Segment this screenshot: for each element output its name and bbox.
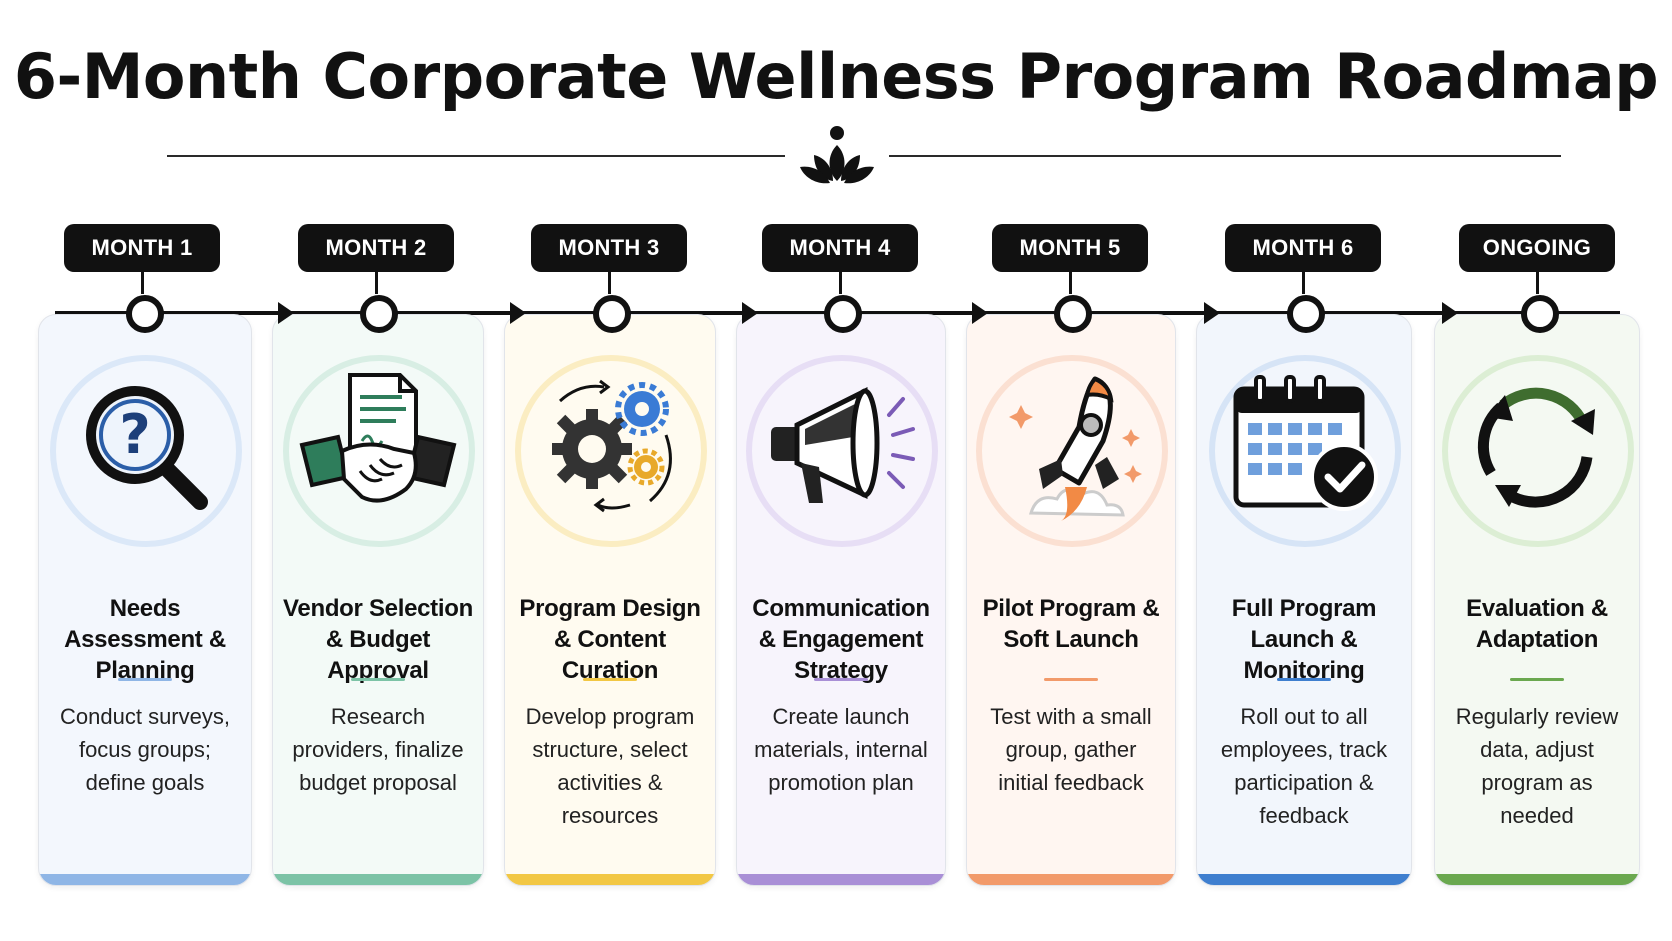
timeline-arrow bbox=[278, 302, 294, 324]
icon-halo bbox=[1209, 355, 1401, 547]
connector-stem bbox=[839, 270, 842, 294]
timeline-arrow bbox=[510, 302, 526, 324]
stage-label-pill: ONGOING bbox=[1459, 224, 1615, 272]
timeline-arrow bbox=[972, 302, 988, 324]
stage-title: Program Design & Content Curation bbox=[519, 595, 701, 684]
connector-stem bbox=[375, 270, 378, 294]
icon-halo bbox=[515, 355, 707, 547]
calendar-check-icon bbox=[1233, 375, 1378, 511]
icon-halo bbox=[976, 355, 1168, 547]
svg-text:?: ? bbox=[119, 403, 150, 466]
stage-description: Research providers, finalize budget prop… bbox=[292, 704, 464, 795]
accent-band bbox=[1435, 874, 1639, 885]
accent-band bbox=[505, 874, 715, 885]
stage-card-2: Vendor Selection & Budget Approval Resea… bbox=[272, 314, 484, 886]
stage-card-6: Full Program Launch & Monitoring Roll ou… bbox=[1196, 314, 1412, 886]
separator bbox=[1510, 678, 1564, 681]
stage-description: Regularly review data, adjust program as… bbox=[1455, 704, 1619, 828]
stage-card-7: Evaluation & Adaptation Regularly review… bbox=[1434, 314, 1640, 886]
connector-stem bbox=[1536, 270, 1539, 294]
timeline-node bbox=[593, 295, 631, 333]
magnifier-question-icon: ? bbox=[86, 386, 208, 510]
stage-title: Evaluation & Adaptation bbox=[1466, 595, 1608, 653]
stage-title: Vendor Selection & Budget Approval bbox=[283, 595, 473, 684]
stage-card-4: Communication & Engagement Strategy Crea… bbox=[736, 314, 946, 886]
stage-card-1: ? Needs Assessment & Planning Conduct su… bbox=[38, 314, 252, 886]
rocket-icon bbox=[1009, 376, 1142, 521]
accent-band bbox=[737, 874, 945, 885]
gears-icon bbox=[552, 379, 672, 513]
page-title: 6-Month Corporate Wellness Program Roadm… bbox=[13, 40, 1659, 113]
stage-label-pill: MONTH 6 bbox=[1225, 224, 1381, 272]
icon-halo bbox=[746, 355, 938, 547]
stage-title: Pilot Program & Soft Launch bbox=[982, 595, 1160, 653]
timeline-node bbox=[360, 295, 398, 333]
timeline-node bbox=[126, 295, 164, 333]
accent-band bbox=[967, 874, 1175, 885]
separator bbox=[1044, 678, 1098, 681]
separator bbox=[1277, 678, 1331, 681]
connector-stem bbox=[1302, 270, 1305, 294]
stage-description: Roll out to all employees, track partici… bbox=[1220, 704, 1388, 828]
connector-stem bbox=[141, 270, 144, 294]
stage-description: Develop program structure, select activi… bbox=[525, 704, 695, 828]
separator bbox=[118, 678, 172, 681]
timeline-arrow bbox=[742, 302, 758, 324]
connector-stem bbox=[608, 270, 611, 294]
accent-band bbox=[273, 874, 483, 885]
stage-card-5: Pilot Program & Soft Launch Test with a … bbox=[966, 314, 1176, 886]
stage-title: Needs Assessment & Planning bbox=[64, 595, 226, 684]
timeline-arrow bbox=[1204, 302, 1220, 324]
megaphone-icon bbox=[771, 386, 915, 503]
lotus-icon bbox=[800, 126, 874, 184]
stage-label-pill: MONTH 5 bbox=[992, 224, 1148, 272]
stage-label-pill: MONTH 2 bbox=[298, 224, 454, 272]
connector-stem bbox=[1069, 270, 1072, 294]
timeline-arrow bbox=[1442, 302, 1458, 324]
stage-label-pill: MONTH 1 bbox=[64, 224, 220, 272]
accent-band bbox=[39, 874, 251, 885]
title-divider-right bbox=[889, 155, 1561, 157]
cycle-arrows-icon bbox=[1477, 387, 1595, 508]
timeline-node bbox=[1287, 295, 1325, 333]
stage-label-pill: MONTH 4 bbox=[762, 224, 918, 272]
stage-card-3: Program Design & Content Curation Develo… bbox=[504, 314, 716, 886]
accent-band bbox=[1197, 874, 1411, 885]
stage-description: Test with a small group, gather initial … bbox=[990, 704, 1152, 795]
stage-description: Create launch materials, internal promot… bbox=[754, 704, 928, 795]
stage-title: Full Program Launch & Monitoring bbox=[1231, 595, 1377, 684]
icon-halo bbox=[283, 355, 475, 547]
timeline-node bbox=[824, 295, 862, 333]
stage-title: Communication & Engagement Strategy bbox=[752, 595, 930, 684]
icon-halo bbox=[50, 355, 242, 547]
stage-label-pill: MONTH 3 bbox=[531, 224, 687, 272]
title-divider-left bbox=[167, 155, 785, 157]
timeline-node bbox=[1054, 295, 1092, 333]
separator bbox=[351, 678, 405, 681]
timeline-node bbox=[1521, 295, 1559, 333]
separator bbox=[583, 678, 637, 681]
separator bbox=[814, 678, 868, 681]
stage-description: Conduct surveys, focus groups; define go… bbox=[60, 704, 230, 795]
handshake-contract-icon bbox=[299, 373, 457, 503]
icon-halo bbox=[1442, 355, 1634, 547]
